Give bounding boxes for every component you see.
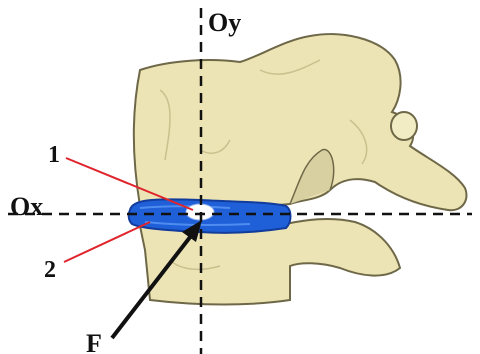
label-2: 2 — [44, 258, 56, 282]
articular-process — [391, 112, 417, 140]
lower-vertebra — [140, 219, 400, 305]
oy-axis-label: Oy — [208, 10, 241, 36]
ox-axis-label: Ox — [10, 194, 43, 220]
leader-line-2 — [64, 222, 150, 262]
force-label: F — [86, 331, 102, 354]
label-1: 1 — [48, 143, 60, 167]
